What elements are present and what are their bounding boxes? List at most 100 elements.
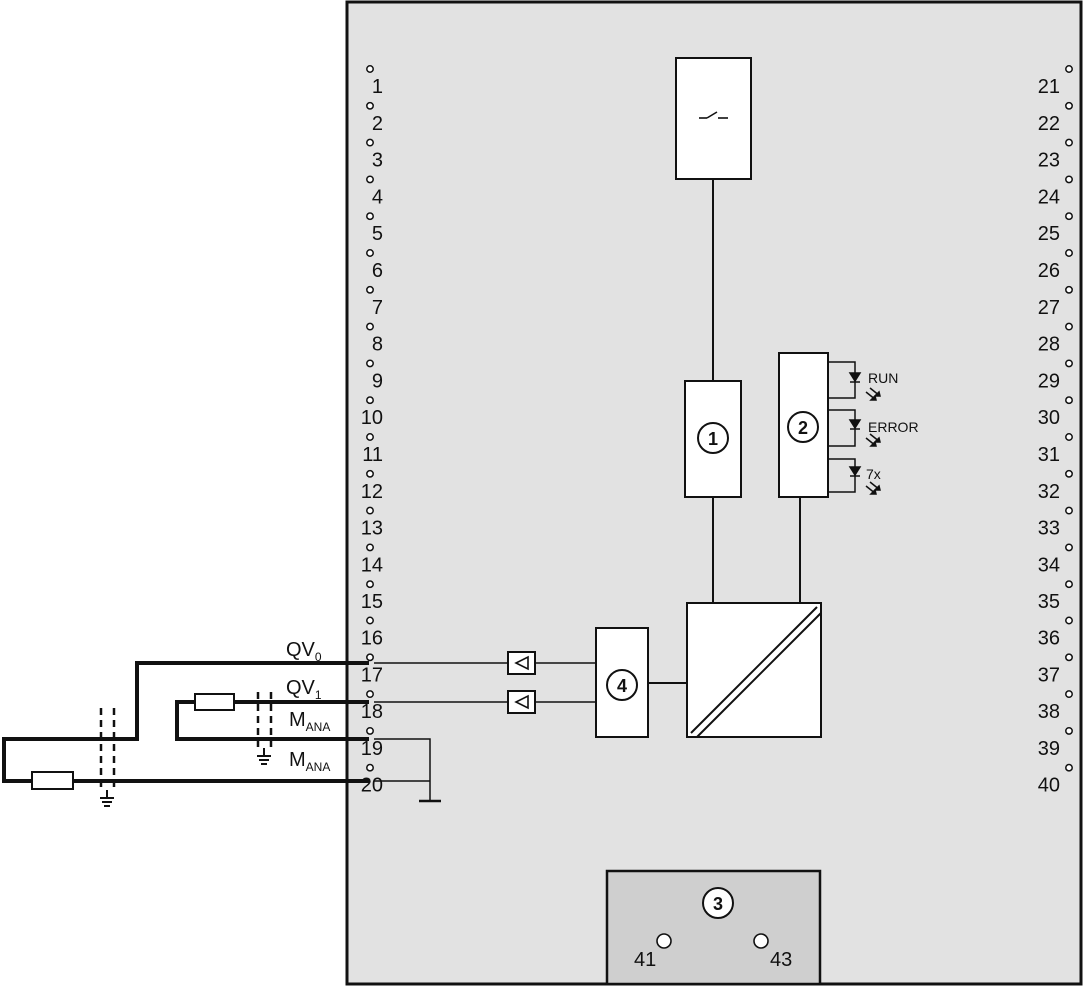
terminal-left-3-icon	[366, 138, 374, 147]
terminal-left-7-icon	[366, 285, 374, 294]
terminal-right-34-icon	[1065, 543, 1073, 552]
block-3-number: 3	[713, 894, 723, 914]
terminal-left-11-label: 11	[362, 444, 383, 466]
terminal-left-17-icon	[366, 653, 374, 662]
terminal-left-18-icon	[366, 690, 374, 699]
led-run-label: RUN	[868, 370, 898, 386]
terminal-right-40-icon	[1065, 763, 1073, 772]
terminal-left-8-label: 8	[372, 334, 383, 356]
terminal-right-36-icon	[1065, 616, 1073, 625]
block-3-badge-icon	[702, 887, 734, 919]
led-error-icon	[828, 409, 881, 447]
signal-mana-label-2: MANA	[289, 749, 330, 774]
terminal-right-29-icon	[1065, 359, 1073, 368]
terminal-right-30-label: 30	[1038, 407, 1060, 429]
terminal-left-15-label: 15	[361, 591, 383, 613]
block-2-number: 2	[798, 418, 808, 438]
terminal-right-37-icon	[1065, 653, 1073, 662]
terminal-left-5-icon	[366, 212, 374, 221]
terminal-right-23-label: 23	[1038, 150, 1060, 172]
shield-ground-ch1-icon	[257, 748, 271, 765]
isolation-diagonal-b	[696, 612, 822, 738]
terminal-right-31-icon	[1065, 433, 1073, 441]
terminal-right-38-icon	[1065, 690, 1073, 699]
load-resistor-ch0	[31, 771, 74, 790]
amplifier-ch1-icon	[514, 694, 529, 710]
terminal-left-1-label: 1	[372, 76, 383, 98]
terminal-left-6-icon	[366, 249, 374, 257]
terminal-right-28-label: 28	[1038, 334, 1060, 356]
isolation-diagonal-a	[690, 606, 818, 734]
amplifier-ch1	[507, 690, 536, 714]
terminal-right-29-label: 29	[1038, 370, 1060, 392]
terminal-right-26-icon	[1065, 249, 1073, 257]
switch-symbol-icon	[699, 111, 728, 119]
terminal-left-17-label: 17	[361, 664, 383, 686]
terminal-right-36-label: 36	[1038, 628, 1060, 650]
signal-mana-label-1: MANA	[289, 709, 330, 734]
external-wiring	[2, 661, 369, 783]
signal-qv1-label: QV1	[286, 677, 322, 702]
terminal-right-33-icon	[1065, 506, 1073, 515]
terminal-right-22-icon	[1065, 101, 1073, 110]
terminal-right-27-icon	[1065, 285, 1073, 294]
terminal-right-22-label: 22	[1038, 113, 1060, 135]
block-2-badge-icon	[787, 411, 819, 443]
terminal-left-20-icon	[366, 763, 374, 772]
terminal-right-39-icon	[1065, 726, 1073, 735]
terminal-right-24-label: 24	[1038, 186, 1060, 208]
aux-terminal-41-icon	[656, 933, 672, 949]
signal-qv0-label: QV0	[286, 639, 322, 664]
terminal-left-12-label: 12	[361, 481, 383, 503]
terminal-left-1-icon	[366, 65, 374, 73]
terminal-left-2-label: 2	[372, 113, 383, 135]
terminal-left-18-label: 18	[361, 701, 383, 723]
terminal-left-19-label: 19	[361, 738, 383, 760]
led-error-label: ERROR	[868, 419, 919, 435]
terminal-right-21-icon	[1065, 65, 1073, 73]
terminal-right-40-label: 40	[1038, 775, 1060, 797]
terminal-left-3-label: 3	[372, 150, 383, 172]
block-4-badge-icon	[606, 669, 638, 701]
terminal-left-10-label: 10	[361, 407, 383, 429]
led-7seg-icon	[828, 458, 881, 495]
terminal-right-26-label: 26	[1038, 260, 1060, 282]
terminal-right-38-label: 38	[1038, 701, 1060, 723]
terminal-left-16-label: 16	[361, 628, 383, 650]
terminal-left-7-label: 7	[372, 297, 383, 319]
terminal-left-20-label: 20	[361, 775, 383, 797]
terminal-right-24-icon	[1065, 175, 1073, 184]
terminal-left-8-icon	[366, 322, 374, 331]
terminal-left-14-icon	[366, 543, 374, 552]
terminal-left-9-label: 9	[372, 370, 383, 392]
cable-shield-ch1	[256, 692, 273, 748]
amplifier-ch0-icon	[514, 655, 529, 671]
load-resistor-ch1	[194, 693, 235, 711]
terminal-right-32-icon	[1065, 469, 1073, 478]
terminal-right-33-label: 33	[1038, 518, 1060, 540]
terminal-right-23-icon	[1065, 138, 1073, 147]
block-1-badge-icon	[697, 422, 729, 454]
terminal-left-4-icon	[366, 175, 374, 184]
led-run-icon	[828, 361, 881, 401]
terminal-right-34-label: 34	[1038, 554, 1060, 576]
led-7seg-label: 7x	[866, 466, 881, 482]
terminal-left-14-label: 14	[361, 554, 383, 576]
terminal-left-11-icon	[366, 433, 374, 441]
terminal-right-35-label: 35	[1038, 591, 1060, 613]
block-4-number: 4	[617, 676, 627, 696]
aux-terminal-41-label: 41	[634, 949, 656, 971]
terminal-left-10-icon	[366, 396, 374, 405]
terminal-left-9-icon	[366, 359, 374, 368]
terminal-right-37-label: 37	[1038, 664, 1060, 686]
terminal-right-39-label: 39	[1038, 738, 1060, 760]
terminal-left-2-icon	[366, 101, 374, 110]
terminal-right-31-label: 31	[1038, 444, 1060, 466]
internal-wire-mana	[374, 738, 431, 800]
switch-box	[675, 57, 752, 180]
terminal-right-28-icon	[1065, 322, 1073, 331]
terminal-left-19-icon	[366, 726, 374, 735]
terminal-left-13-icon	[366, 506, 374, 515]
